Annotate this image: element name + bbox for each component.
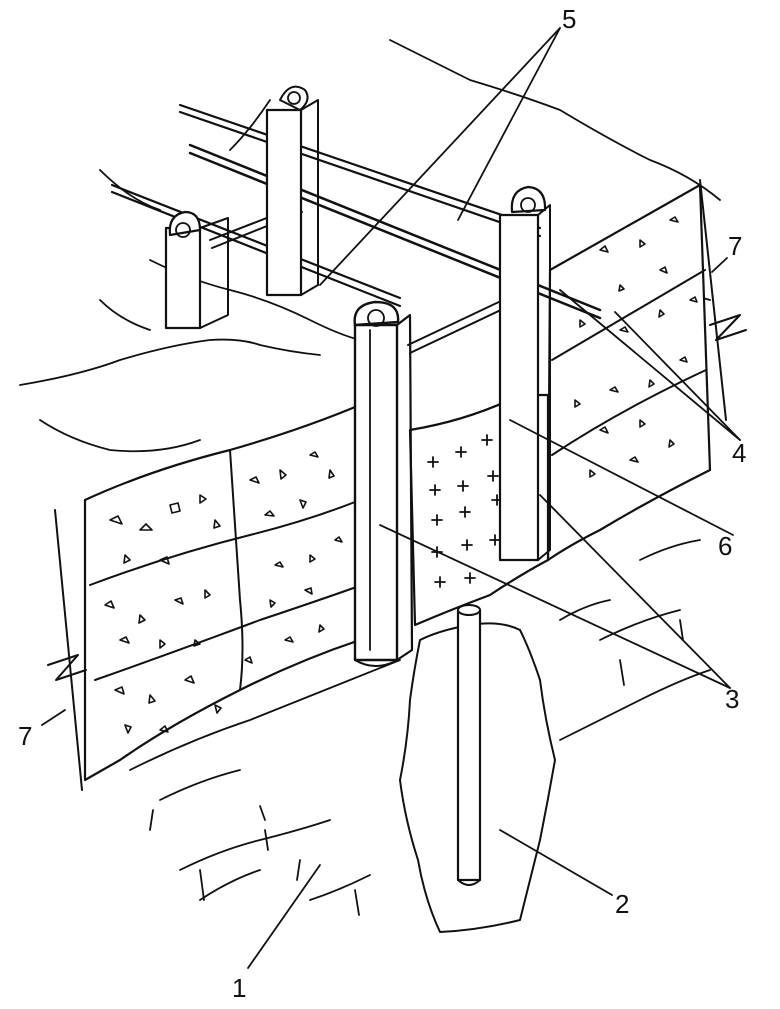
trench-wall-left xyxy=(83,403,363,782)
slurry-cutoff-body xyxy=(399,622,556,933)
post-rear-center xyxy=(265,85,319,297)
label-1: 1 xyxy=(232,973,246,1003)
dimension-lines xyxy=(47,179,747,791)
label-2: 2 xyxy=(615,889,629,919)
callout-labels: 5 7 4 6 3 7 2 1 xyxy=(18,4,746,1003)
label-7-left: 7 xyxy=(18,721,32,751)
trench-wall-right xyxy=(546,183,712,562)
gravel-texture-left xyxy=(104,451,343,734)
label-7-right: 7 xyxy=(728,231,742,261)
label-5: 5 xyxy=(562,4,576,34)
soil-below xyxy=(129,539,711,916)
post-front xyxy=(353,300,414,667)
tremie-pipe xyxy=(456,604,482,886)
post-rear-right xyxy=(498,185,551,562)
label-3: 3 xyxy=(725,684,739,714)
post-rear-left xyxy=(164,210,229,330)
label-4: 4 xyxy=(732,438,746,468)
leader-lines xyxy=(41,27,741,969)
label-6: 6 xyxy=(718,531,732,561)
gravel-texture-right xyxy=(574,216,698,478)
